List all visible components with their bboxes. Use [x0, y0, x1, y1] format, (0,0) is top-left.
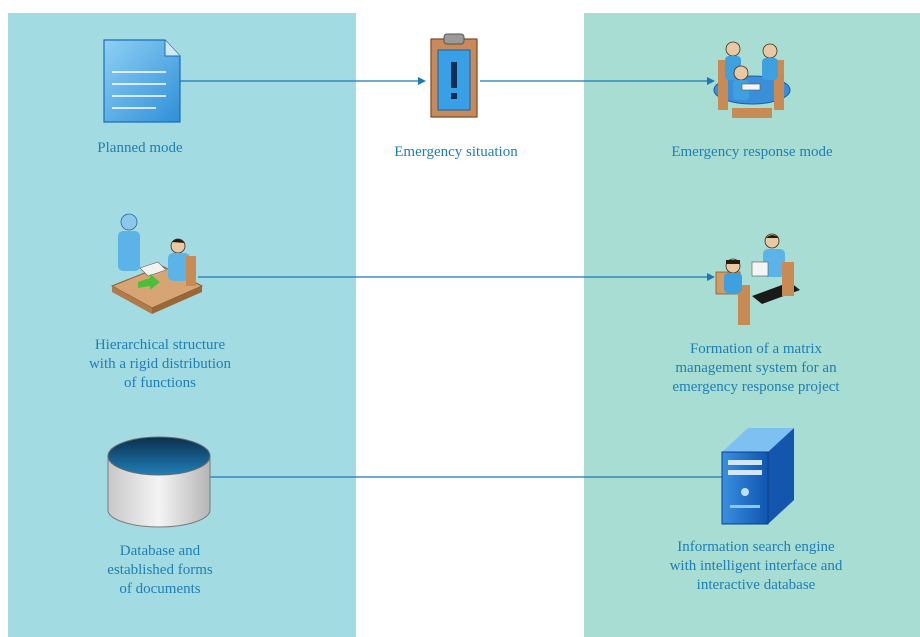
document-icon	[103, 39, 181, 123]
connector-database-to-search	[160, 473, 764, 481]
matrix-management-label: Formation of a matrix management system …	[672, 341, 840, 395]
workstation-team-icon	[715, 233, 800, 325]
database-forms-label: Database and established forms of docume…	[107, 543, 213, 597]
planned-mode-label: Planned mode	[97, 140, 183, 156]
hierarchical-structure-label: Hierarchical structure with a rigid dist…	[88, 337, 232, 391]
connector-planned-to-emergency	[180, 77, 426, 85]
database-cylinder-icon	[107, 436, 211, 528]
team-meeting-icon	[713, 41, 791, 118]
emergency-situation-label: Emergency situation	[394, 144, 518, 160]
server-tower-icon	[721, 428, 794, 525]
emergency-response-mode-label: Emergency response mode	[671, 144, 833, 160]
search-engine-label: Information search engine with intellige…	[669, 539, 843, 593]
clipboard-warning-icon	[430, 33, 478, 118]
connector-hierarchy-to-matrix	[198, 273, 715, 281]
connector-emergency-to-response	[480, 77, 715, 85]
handover-desk-icon	[110, 213, 204, 314]
planned-mode-panel	[8, 13, 356, 637]
